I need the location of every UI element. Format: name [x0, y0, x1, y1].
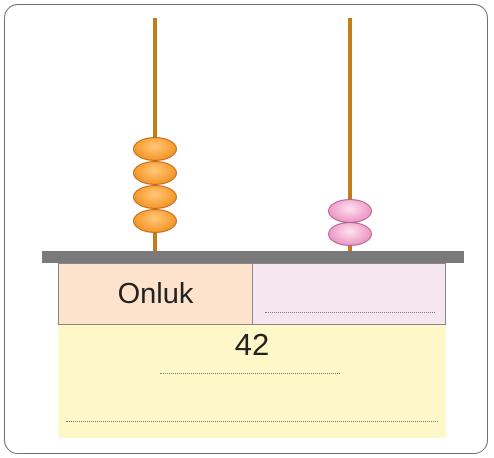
- ones-answer-line: [265, 312, 435, 313]
- ones-rod: [348, 18, 352, 252]
- number-value: 42: [234, 327, 270, 362]
- tens-bead: [133, 161, 177, 185]
- tens-rod: [153, 18, 157, 252]
- tens-label: Onluk: [117, 277, 194, 310]
- tens-bead: [133, 185, 177, 209]
- ones-bead: [328, 222, 372, 246]
- tens-bead: [133, 137, 177, 161]
- number-answer-line: [160, 373, 340, 374]
- ones-answer-cell[interactable]: [253, 263, 446, 325]
- bottom-answer-line: [66, 421, 438, 422]
- abacus-base: [42, 251, 464, 263]
- tens-bead: [133, 209, 177, 233]
- ones-bead: [328, 199, 372, 223]
- tens-label-cell: Onluk: [58, 263, 253, 325]
- number-answer-area[interactable]: 42: [58, 325, 446, 438]
